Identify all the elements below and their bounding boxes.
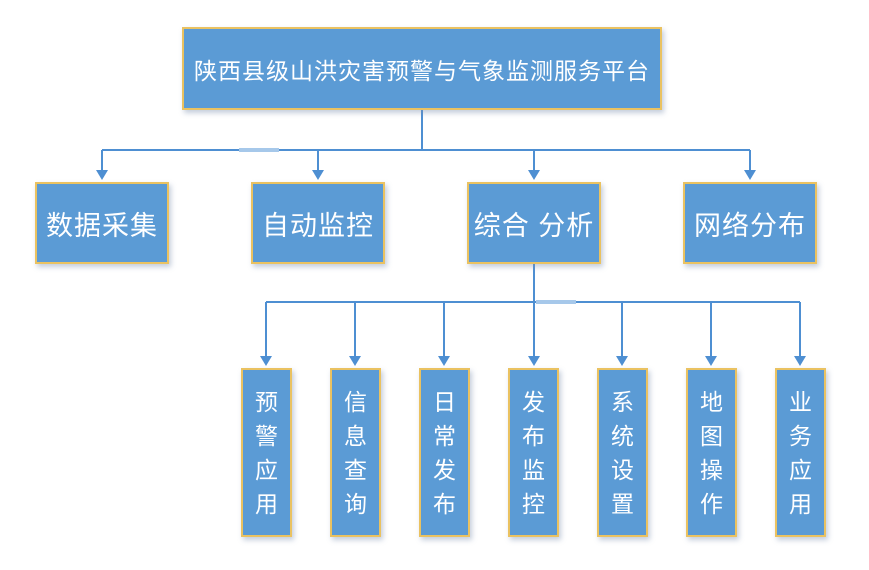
node-warning-application: 预警应用 — [241, 368, 292, 537]
node-label: 业务应用 — [789, 388, 812, 517]
node-comprehensive-analysis: 综合 分析 — [467, 182, 601, 264]
arrowhead-down-icon — [705, 356, 717, 366]
node-data-collection: 数据采集 — [35, 182, 169, 264]
arrowhead-down-icon — [312, 170, 324, 180]
node-network-distribution: 网络分布 — [683, 182, 817, 264]
node-label: 信息查询 — [344, 388, 367, 517]
arrowhead-down-icon — [528, 170, 540, 180]
connector-level-2 — [260, 264, 806, 366]
node-label: 发布监控 — [522, 388, 545, 517]
arrowhead-down-icon — [528, 356, 540, 366]
arrowhead-down-icon — [744, 170, 756, 180]
node-system-settings: 系统设置 — [597, 368, 648, 537]
arrowhead-down-icon — [260, 356, 272, 366]
node-map-operations: 地图操作 — [686, 368, 737, 537]
arrowhead-down-icon — [349, 356, 361, 366]
node-info-query: 信息查询 — [330, 368, 381, 537]
node-label: 预警应用 — [255, 388, 278, 517]
arrowhead-down-icon — [438, 356, 450, 366]
connector-level-1 — [96, 110, 756, 180]
arrowhead-down-icon — [616, 356, 628, 366]
arrowhead-down-icon — [794, 356, 806, 366]
node-release-monitoring: 发布监控 — [508, 368, 559, 537]
node-root-platform: 陕西县级山洪灾害预警与气象监测服务平台 — [182, 27, 662, 110]
node-label: 日常发布 — [433, 388, 456, 517]
node-auto-monitoring: 自动监控 — [251, 182, 385, 264]
node-label: 系统设置 — [611, 388, 634, 517]
node-daily-release: 日常发布 — [419, 368, 470, 537]
node-label: 地图操作 — [700, 388, 723, 517]
arrowhead-down-icon — [96, 170, 108, 180]
node-business-application: 业务应用 — [775, 368, 826, 537]
